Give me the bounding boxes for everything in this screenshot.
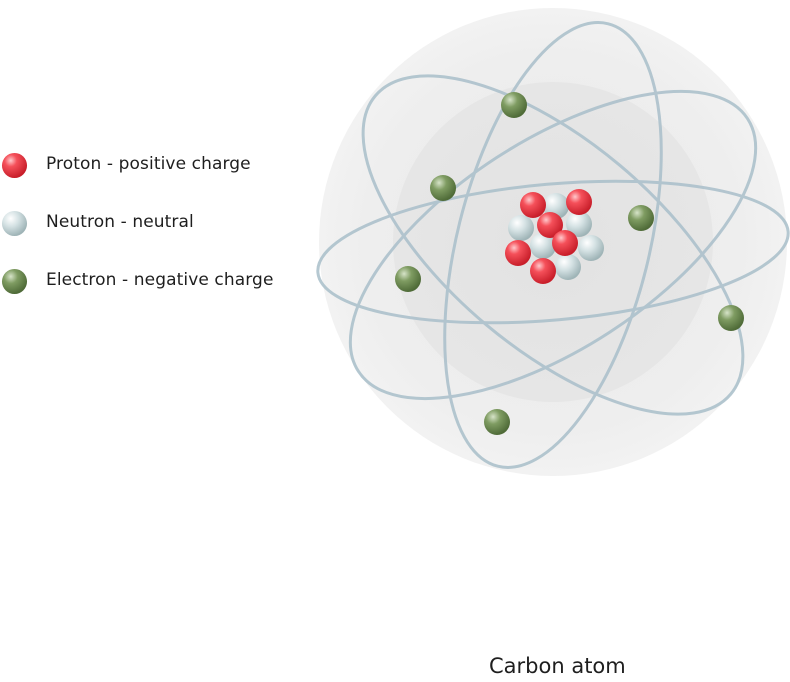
legend: Proton - positive charge Neutron - neutr… xyxy=(0,148,300,322)
legend-item-proton: Proton - positive charge xyxy=(0,148,300,206)
legend-item-neutron: Neutron - neutral xyxy=(0,206,300,264)
proton xyxy=(530,258,556,284)
orbit-horizontal xyxy=(316,179,790,325)
neutron xyxy=(555,254,581,280)
diagram-caption: Carbon atom xyxy=(489,654,626,678)
proton xyxy=(566,189,592,215)
electron xyxy=(484,409,510,435)
proton xyxy=(537,212,563,238)
proton xyxy=(505,240,531,266)
electron-icon xyxy=(1,268,28,295)
orbit-vertical xyxy=(443,21,663,469)
proton xyxy=(520,192,546,218)
proton-icon xyxy=(1,152,28,179)
electron xyxy=(395,266,421,292)
orbit-tilted-a xyxy=(348,89,758,401)
orbit-tilted-b xyxy=(361,74,745,416)
neutron xyxy=(530,233,556,259)
legend-label-neutron: Neutron - neutral xyxy=(46,212,194,232)
legend-label-proton: Proton - positive charge xyxy=(46,154,251,174)
legend-item-electron: Electron - negative charge xyxy=(0,264,300,322)
neutron xyxy=(566,211,592,237)
neutron xyxy=(578,235,604,261)
neutron xyxy=(508,215,534,241)
electron xyxy=(501,92,527,118)
nucleus xyxy=(505,189,604,284)
electron xyxy=(718,305,744,331)
neutron-icon xyxy=(1,210,28,237)
proton xyxy=(552,230,578,256)
electron xyxy=(628,205,654,231)
electrons xyxy=(395,92,744,435)
electron xyxy=(430,175,456,201)
orbits xyxy=(316,21,790,469)
legend-label-electron: Electron - negative charge xyxy=(46,270,274,290)
